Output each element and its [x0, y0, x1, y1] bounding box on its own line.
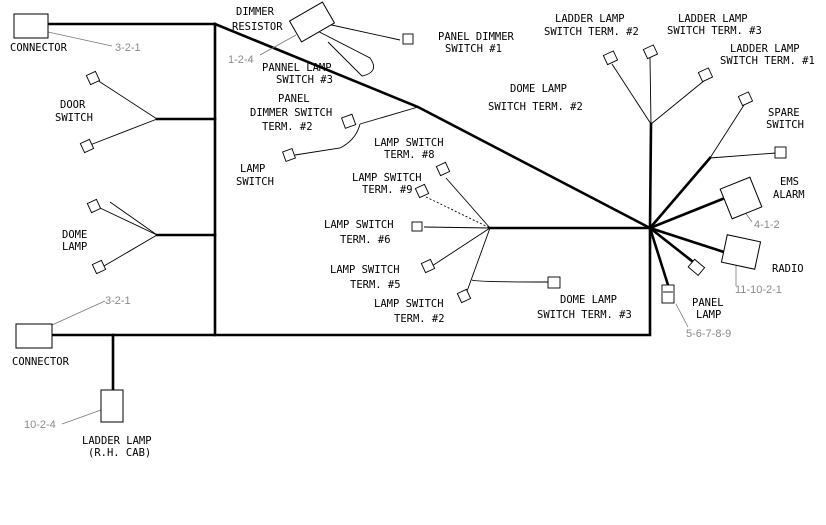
- label-dome-lamp-sw2-2: SWITCH TERM. #2: [488, 101, 583, 113]
- plug-panel-lamp-a: [687, 258, 706, 276]
- label-ems-alarm-1: EMS: [780, 176, 799, 188]
- label-lamp-sw-term9-1: LAMP SWITCH: [352, 172, 422, 184]
- label-radio: RADIO: [772, 263, 804, 275]
- reference-leaders: [47, 31, 753, 425]
- label-pannel-lamp-sw3-1: PANNEL LAMP: [262, 62, 332, 74]
- plug-ladder-sw1: [697, 67, 714, 83]
- label-spare-switch-1: SPARE: [768, 107, 800, 119]
- plug-dome-2: [91, 259, 107, 275]
- branch-wires: [89, 21, 777, 295]
- label-ems-alarm-2: ALARM: [773, 189, 805, 201]
- label-connector-top: CONNECTOR: [10, 42, 68, 54]
- label-lamp-sw-term8-2: TERM. #8: [384, 149, 435, 161]
- plug-pannel-lamp-sw3: [341, 113, 357, 129]
- ref-dimmer-resistor: 1-2-4: [228, 54, 254, 66]
- ref-panel-lamp: 5-6-7-8-9: [686, 328, 731, 340]
- plug-panel-lamp-b: [661, 284, 675, 304]
- label-dome-lamp-sw2-1: DOME LAMP: [510, 83, 567, 95]
- label-panel-dimmer-term2-1: PANEL: [278, 93, 310, 105]
- label-panel-dimmer-term2-2: DIMMER SWITCH: [250, 107, 332, 119]
- label-door-switch-1: DOOR: [60, 99, 86, 111]
- ladder-lamp-rh-box: [100, 389, 124, 423]
- label-panel-dimmer-sw1-1: PANEL DIMMER: [438, 31, 515, 43]
- components: [13, 1, 763, 423]
- label-lamp-sw-term5-2: TERM. #5: [350, 279, 401, 291]
- plug-lamp-term5: [420, 258, 436, 274]
- label-dimmer-resistor-1: DIMMER: [236, 6, 275, 18]
- plug-dome-1: [86, 198, 102, 214]
- label-dome-lamp-sw3-2: SWITCH TERM. #3: [537, 309, 632, 321]
- labels: CONNECTOR CONNECTOR DIMMER RESISTOR PANE…: [10, 6, 815, 459]
- label-pannel-lamp-sw3-2: SWITCH #3: [276, 74, 333, 86]
- label-connector-bottom: CONNECTOR: [12, 356, 70, 368]
- label-ladder-lamp-rh-2: (R.H. CAB): [88, 447, 151, 459]
- connector-bottom: [15, 323, 53, 349]
- plug-lamp-term2: [456, 288, 472, 304]
- label-ladder-lamp-sw2-1: LADDER LAMP: [555, 13, 625, 25]
- label-panel-dimmer-term2-3: TERM. #2: [262, 121, 313, 133]
- label-spare-switch-2: SWITCH: [766, 119, 804, 131]
- label-lamp-switch-1: LAMP: [240, 163, 265, 175]
- label-ladder-lamp-sw3-1: LADDER LAMP: [678, 13, 748, 25]
- label-lamp-sw-term6-1: LAMP SWITCH: [324, 219, 394, 231]
- label-door-switch-2: SWITCH: [55, 112, 93, 124]
- ref-ladder-lamp-rh: 10-2-4: [24, 419, 56, 431]
- label-ladder-lamp-sw3-2: SWITCH TERM. #3: [667, 25, 762, 37]
- label-ladder-lamp-sw1-2: SWITCH TERM. #1: [720, 55, 815, 67]
- plug-lamp-term9: [414, 183, 430, 199]
- plug-spare-1: [737, 91, 754, 107]
- label-panel-lamp-1: PANEL: [692, 297, 724, 309]
- label-dimmer-resistor-2: RESISTOR: [232, 21, 283, 33]
- ems-alarm-box: [719, 176, 763, 220]
- plug-panel-dimmer-sw1: [402, 33, 414, 45]
- plug-ladder-sw2: [602, 50, 619, 66]
- dimmer-resistor: [288, 1, 336, 43]
- label-panel-dimmer-sw1-2: SWITCH #1: [445, 43, 502, 55]
- label-lamp-sw-term8-1: LAMP SWITCH: [374, 137, 444, 149]
- label-lamp-sw-term5-1: LAMP SWITCH: [330, 264, 400, 276]
- ref-radio: 11-10-2-1: [735, 284, 782, 296]
- label-ladder-lamp-rh-1: LADDER LAMP: [82, 435, 152, 447]
- ref-connector-top: 3-2-1: [115, 42, 141, 54]
- plug-lamp-switch: [282, 148, 296, 162]
- harness-trunk: [46, 22, 732, 392]
- label-dome-lamp-1: DOME: [62, 229, 87, 241]
- plugs: [79, 33, 787, 304]
- connector-top: [13, 13, 49, 39]
- label-lamp-switch-2: SWITCH: [236, 176, 274, 188]
- label-lamp-sw-term2-2: TERM. #2: [394, 313, 445, 325]
- plug-lamp-term6: [411, 221, 423, 232]
- plug-spare-2: [774, 146, 787, 159]
- plug-ladder-sw3: [642, 44, 659, 60]
- plug-door-2: [79, 138, 95, 154]
- label-lamp-sw-term6-2: TERM. #6: [340, 234, 391, 246]
- plug-door-1: [85, 70, 101, 86]
- plug-dome-sw3: [547, 276, 561, 289]
- label-lamp-sw-term2-1: LAMP SWITCH: [374, 298, 444, 310]
- label-ladder-lamp-sw2-2: SWITCH TERM. #2: [544, 26, 639, 38]
- radio-box: [720, 234, 762, 270]
- reference-numbers: 3-2-1 3-2-1 1-2-4 4-1-2 11-10-2-1 5-6-7-…: [24, 42, 782, 431]
- label-dome-lamp-2: LAMP: [62, 241, 87, 253]
- label-panel-lamp-2: LAMP: [696, 309, 721, 321]
- ref-ems-alarm: 4-1-2: [754, 219, 780, 231]
- plug-lamp-term8: [435, 161, 451, 177]
- label-lamp-sw-term9-2: TERM. #9: [362, 184, 413, 196]
- ref-connector-bottom: 3-2-1: [105, 295, 131, 307]
- label-ladder-lamp-sw1-1: LADDER LAMP: [730, 43, 800, 55]
- label-dome-lamp-sw3-1: DOME LAMP: [560, 294, 617, 306]
